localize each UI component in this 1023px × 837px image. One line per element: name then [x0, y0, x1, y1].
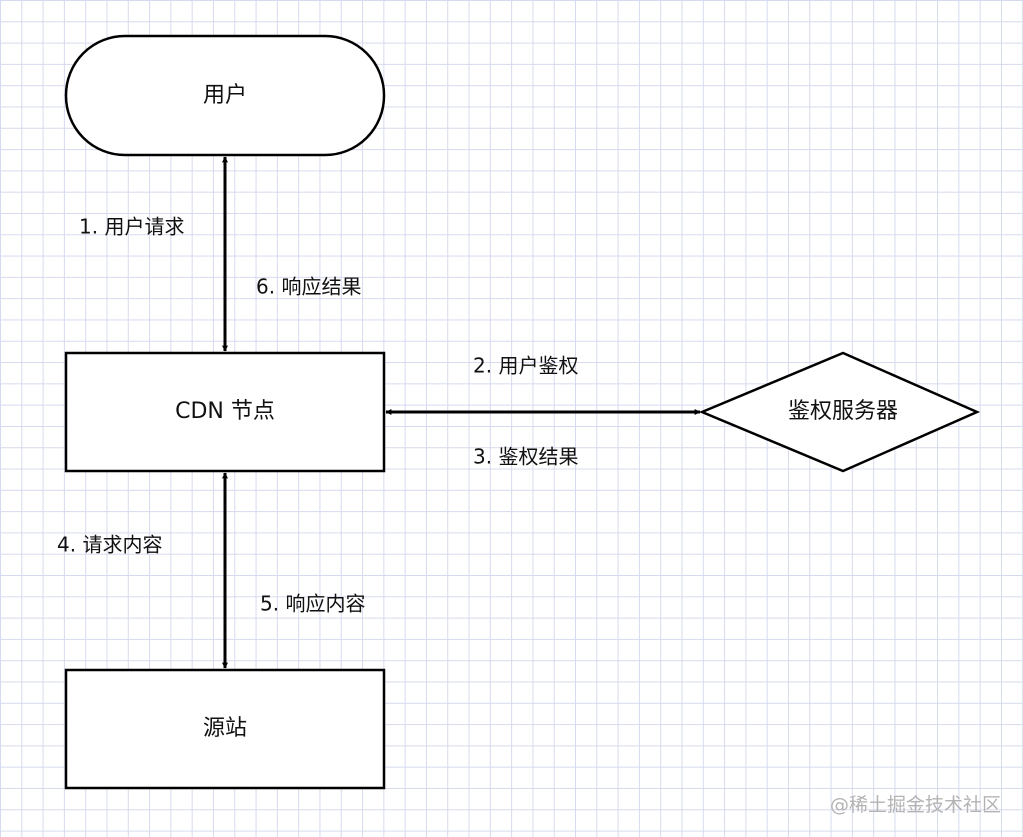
origin-node-label: 源站: [203, 716, 247, 741]
edge-label-response-content: 5. 响应内容: [260, 592, 365, 616]
edge-label-auth-result: 3. 鉴权结果: [473, 445, 578, 469]
edge-label-user-request: 1. 用户请求: [79, 215, 184, 239]
user-node: [64, 34, 386, 157]
edge-label-user-auth: 2. 用户鉴权: [473, 354, 578, 378]
cdn-node: [64, 351, 386, 473]
watermark: @稀土掘金技术社区: [829, 794, 1001, 816]
edge-label-response-result: 6. 响应结果: [256, 275, 361, 299]
edge-label-request-content: 4. 请求内容: [57, 533, 162, 557]
cdn-node-label: CDN 节点: [175, 399, 275, 424]
auth-server-node-label: 鉴权服务器: [788, 399, 898, 424]
origin-node: [64, 668, 386, 790]
auth-server-node: [698, 351, 981, 473]
user-node-label: 用户: [203, 83, 247, 108]
